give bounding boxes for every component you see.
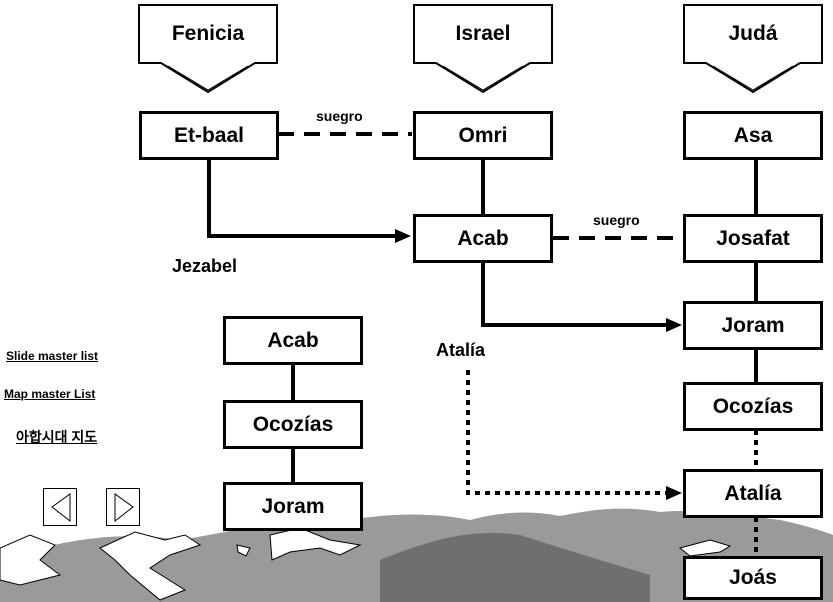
- person-etbaal: Et-baal: [139, 111, 279, 160]
- side-joram: Joram: [223, 482, 363, 531]
- triangle-right-icon: [114, 493, 134, 523]
- person-acab: Acab: [413, 214, 553, 263]
- jezabel-line: [207, 159, 395, 238]
- person-joas: Joás: [683, 556, 823, 600]
- person-josafat: Josafat: [683, 214, 823, 263]
- slide-master-list-link[interactable]: Slide master list: [6, 349, 99, 363]
- suegro-label-mid: suegro: [593, 212, 640, 228]
- person-ocozias: Ocozías: [683, 382, 823, 431]
- source-fenicia-label: Fenicia: [171, 22, 245, 45]
- next-slide-button[interactable]: [106, 488, 140, 526]
- jezabel-label: Jezabel: [172, 256, 238, 276]
- previous-slide-button[interactable]: [43, 488, 77, 526]
- acab-joram-line: [481, 262, 666, 327]
- triangle-left-icon: [51, 493, 71, 523]
- ahab-era-map-link[interactable]: 아합시대 지도: [16, 429, 98, 445]
- side-acab: Acab: [223, 316, 363, 365]
- atalia-arrowhead: [666, 486, 682, 500]
- juda-arrow-icon: [683, 4, 823, 94]
- atalia-dotted-line: [466, 370, 666, 495]
- side-ocozias: Ocozías: [223, 400, 363, 449]
- jezabel-arrowhead: [395, 229, 411, 243]
- source-israel-label: Israel: [455, 22, 511, 45]
- acab-joram-arrowhead: [666, 318, 682, 332]
- fenicia-arrow-icon: [138, 4, 278, 94]
- israel-arrow-icon: [413, 4, 553, 94]
- atalia-label: Atalía: [436, 340, 486, 360]
- map-master-list-link[interactable]: Map master List: [4, 387, 96, 401]
- person-asa: Asa: [683, 111, 823, 160]
- source-juda-label: Judá: [728, 22, 778, 45]
- person-atalia: Atalía: [683, 469, 823, 518]
- person-omri: Omri: [413, 111, 553, 160]
- suegro-label-top: suegro: [316, 108, 363, 124]
- person-joram: Joram: [683, 301, 823, 350]
